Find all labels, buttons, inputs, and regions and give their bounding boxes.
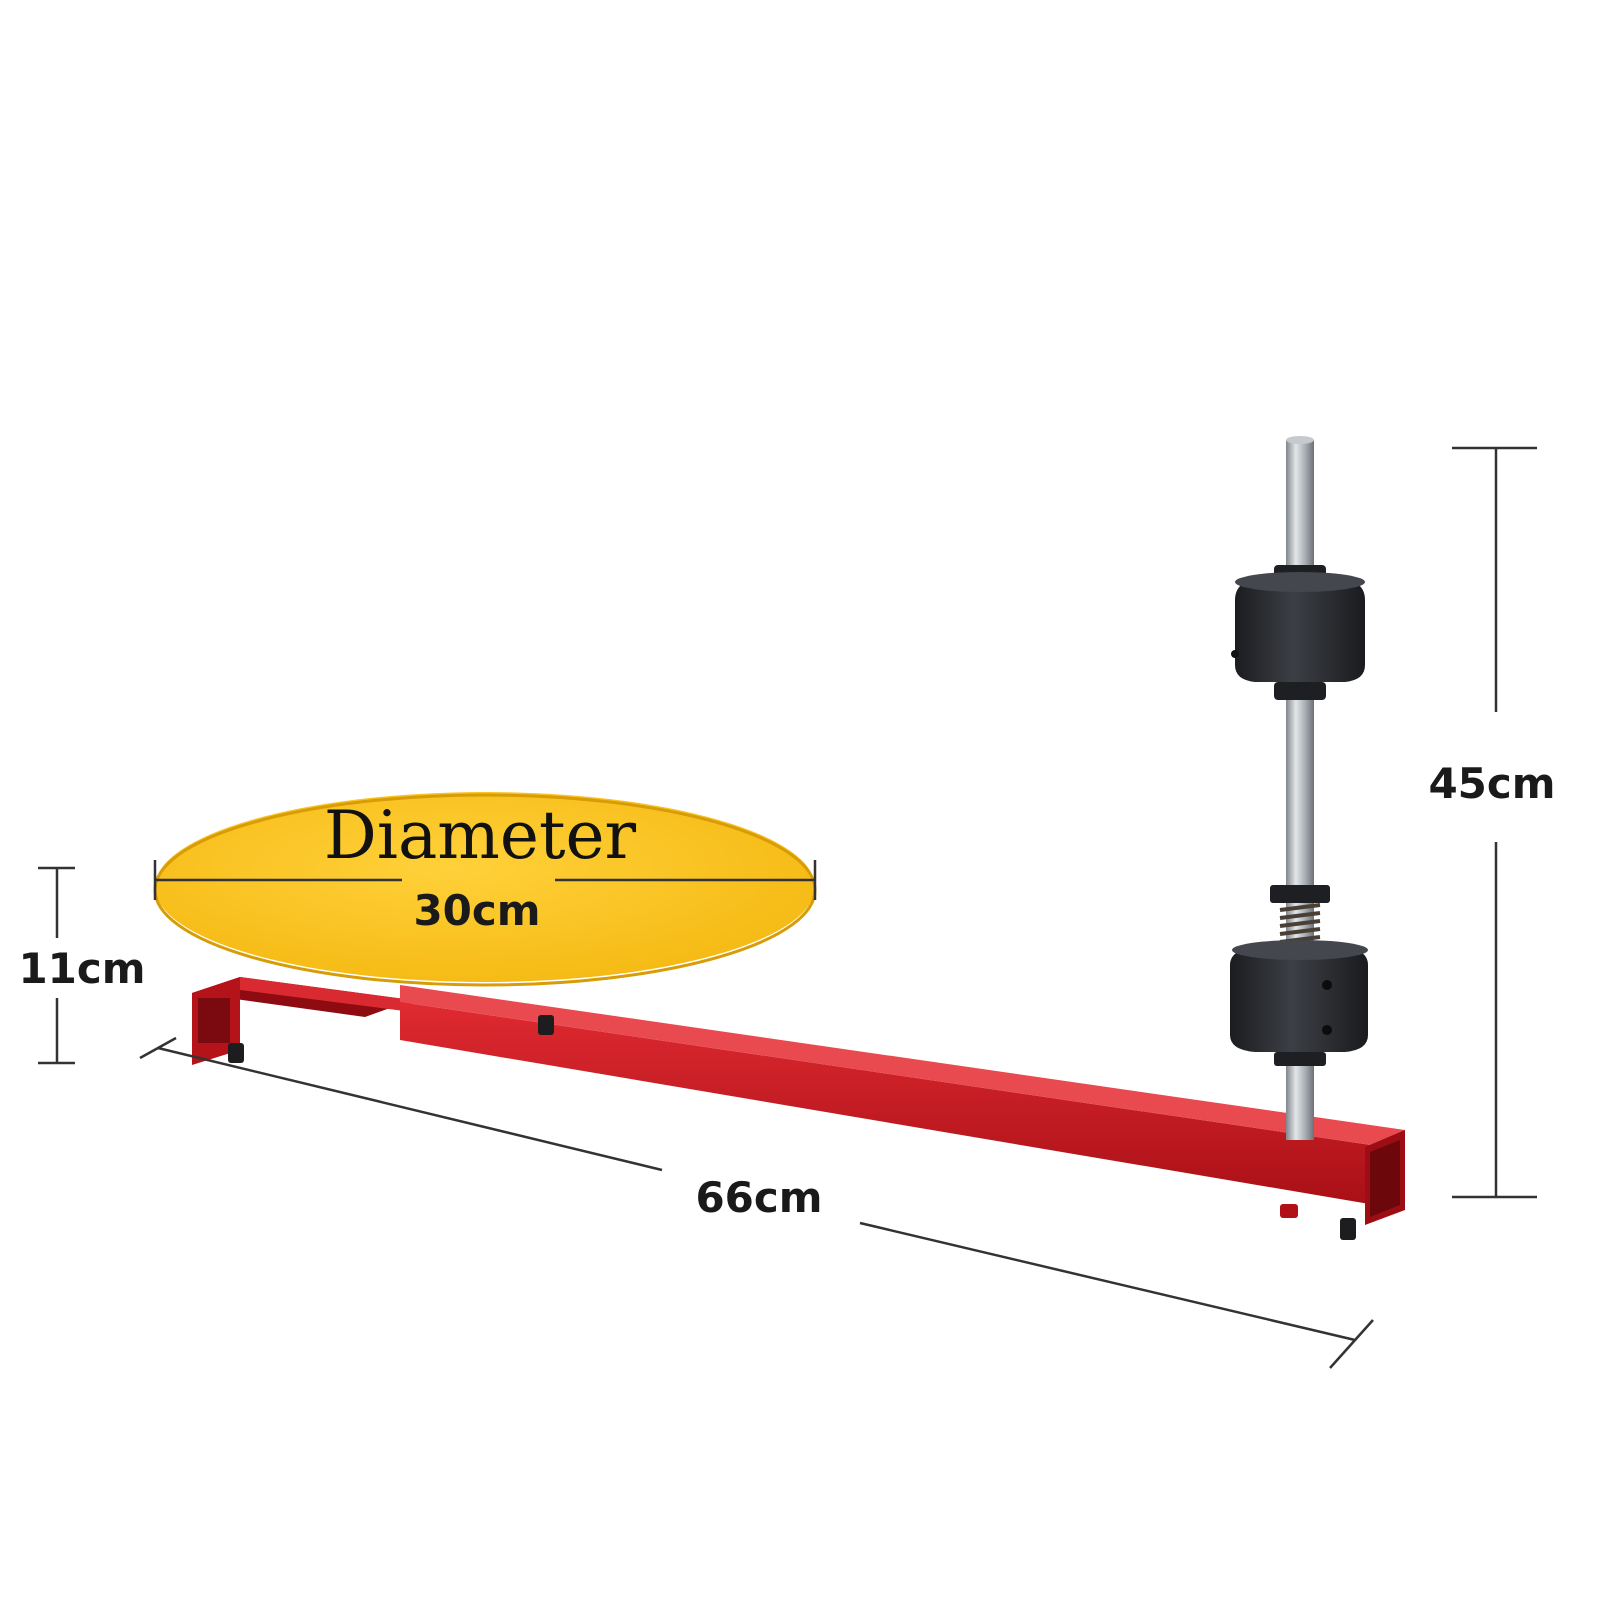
right-height-label: 45cm bbox=[1428, 759, 1555, 808]
diameter-title-label: Diameter bbox=[324, 797, 637, 874]
left-height-label: 11cm bbox=[18, 944, 145, 993]
turntable-disk bbox=[155, 792, 815, 982]
upper-knob bbox=[1231, 565, 1365, 700]
foot bbox=[1340, 1218, 1356, 1240]
length-dimension-line bbox=[139, 1036, 1374, 1369]
foot bbox=[1280, 1204, 1298, 1218]
right-height-dimension-line bbox=[1452, 446, 1537, 1199]
diameter-value-label: 30cm bbox=[413, 886, 540, 935]
length-label: 66cm bbox=[695, 1173, 822, 1222]
dimension-lines bbox=[38, 446, 1537, 1369]
product-illustration bbox=[153, 436, 1405, 1240]
foot bbox=[538, 1015, 554, 1035]
left-height-dimension-line bbox=[38, 866, 75, 1065]
frame-feet bbox=[228, 1015, 1356, 1240]
lower-knob bbox=[1230, 885, 1368, 1066]
main-bar bbox=[400, 985, 1405, 1225]
diameter-dimension-line bbox=[153, 860, 817, 900]
spring bbox=[1279, 903, 1321, 944]
cross-bar bbox=[192, 977, 412, 1065]
foot bbox=[228, 1043, 244, 1063]
